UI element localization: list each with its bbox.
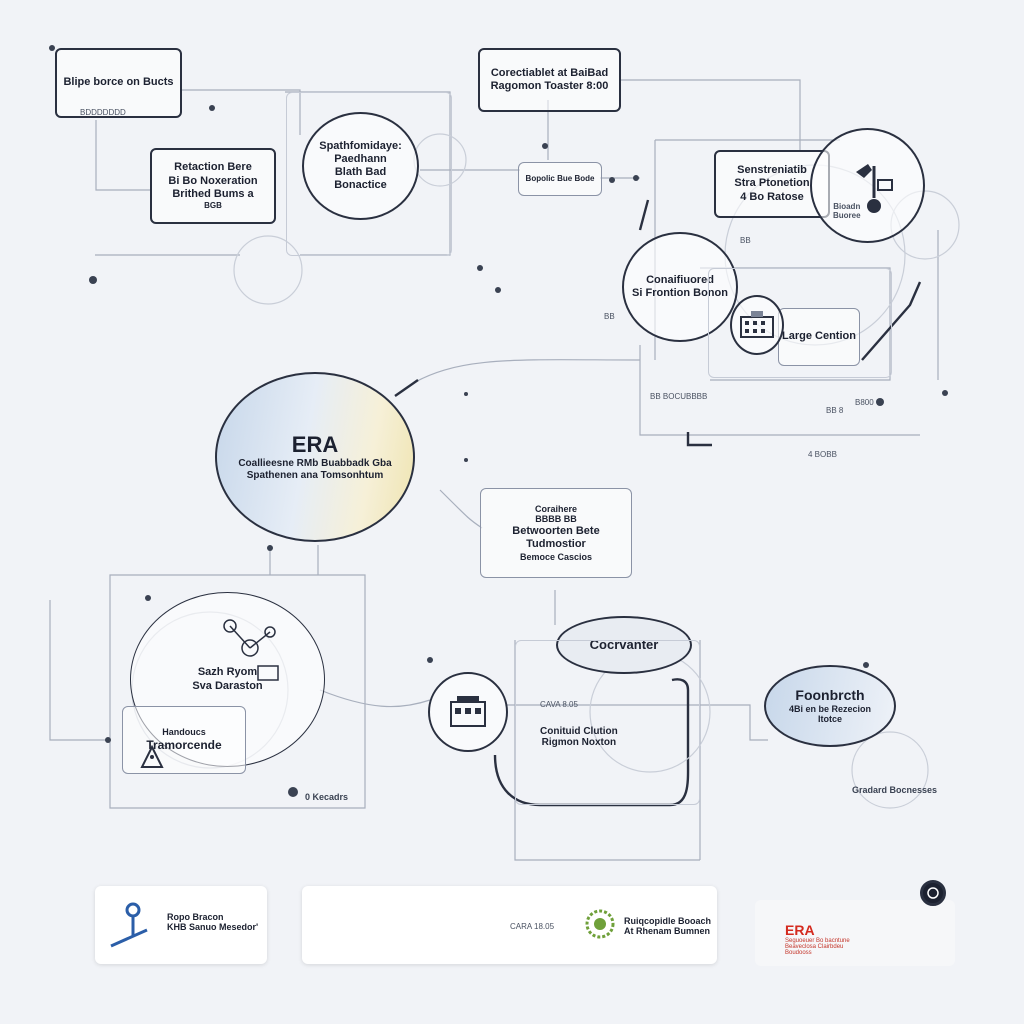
footer-right-brand[interactable]: ERA Seguoeuer Bo bacntune Beaveclosa Cla… xyxy=(755,900,955,966)
footer-right-title: ERA xyxy=(785,922,815,938)
footer-center-text: Ruiqcopidle Booach At Rhenam Bumnen xyxy=(624,916,711,936)
era-oval[interactable]: ERA Coallieesne RMb Buabbadk Gba Spathen… xyxy=(215,372,415,542)
large-center-box[interactable]: Large Cention xyxy=(778,308,860,366)
left-oval-line-4: Bonactice xyxy=(334,179,387,192)
right-circle-caption: Bioadn Buoree xyxy=(833,202,861,220)
footer-center-line-2: At Rhenam Bumnen xyxy=(624,926,711,936)
lower-center-box: Conituid Clution Rigmon Noxton xyxy=(540,726,618,748)
large-center-frame xyxy=(708,268,892,378)
left-box-line-3: Brithed Bums a xyxy=(172,187,254,200)
lower-left-box[interactable]: Handoucs Tramorcende xyxy=(122,706,246,774)
top-center-line-2: Ragomon Toaster 8:00 xyxy=(490,80,609,92)
right-mid-oval[interactable]: Conaifiuored Si Frontion Bonon xyxy=(622,232,738,342)
lower-left-box-line-1: Handoucs xyxy=(162,727,206,738)
person-icon xyxy=(140,745,164,768)
top-left-box-sub: BDDDDDDD xyxy=(80,108,126,117)
left-box-line-1: Retaction Bere xyxy=(174,161,252,174)
right-circle-caption-1: Bioadn xyxy=(833,202,861,211)
right-top-line-1: Senstreniatib xyxy=(737,164,807,177)
center-mid-line-2: Bemoce Cascios xyxy=(519,551,593,562)
left-group-frame xyxy=(286,92,452,256)
stamp-icon[interactable] xyxy=(920,880,946,906)
lower-left-footer-label: 0 Kecadrs xyxy=(305,792,349,802)
right-mid-line-1: Conaifiuored xyxy=(646,273,714,286)
lower-center-line-1: Conituid Clution xyxy=(540,726,618,737)
left-box[interactable]: Retaction Bere Bi Bo Noxeration Brithed … xyxy=(150,148,276,224)
building-icon xyxy=(740,311,774,338)
footer-right-line-2: Beaveclosa Clairbdeu xyxy=(785,944,844,950)
lower-center-code: CAVA 8.05 xyxy=(540,700,578,709)
large-center-box-label: Large Cention xyxy=(782,330,856,343)
footer-right-line-3: Boudooss xyxy=(785,950,812,956)
right-top-circle[interactable] xyxy=(810,128,925,243)
center-mid-line-1: Betwoorten Bete Tudmostior xyxy=(512,525,600,551)
footer-center-card[interactable]: CARA 18.05 Ruiqcopidle Booach At Rhenam … xyxy=(302,886,717,964)
left-oval[interactable]: Spathfomidaye: Paedhann Blath Bad Bonact… xyxy=(302,112,419,220)
stamp-inner-icon xyxy=(927,887,939,899)
center-small-box-label: Bopolic Bue Bode xyxy=(525,174,595,184)
building-icon-2 xyxy=(450,696,486,727)
lower-left-oval-line-2: Sva Daraston xyxy=(192,679,263,692)
gear-icon xyxy=(855,163,893,213)
top-center-box[interactable]: Corectiablet at BaiBad Ragomon Toaster 8… xyxy=(478,48,621,112)
top-center-line-1: Corectiablet at BaiBad xyxy=(490,66,609,79)
left-oval-line-1: Spathfomidaye: xyxy=(319,139,402,152)
right-top-line-2: Stra Ptonetion xyxy=(734,177,810,190)
center-mid-top: Coraihere xyxy=(534,503,578,514)
foonbreth-oval[interactable]: Foonbrcth 4Bi en be Rezecion Itotce xyxy=(764,665,896,747)
left-oval-line-2: Paedhann xyxy=(334,152,387,165)
era-line-1: Coallieesne RMb Buabbadk Gba xyxy=(238,458,392,470)
right-mid-line-2: Si Frontion Bonon xyxy=(632,287,728,299)
top-left-box-label: Blipe borce on Bucts xyxy=(63,76,174,89)
foonbreth-title: Foonbrcth xyxy=(795,686,865,703)
era-title: ERA xyxy=(291,431,339,457)
footer-center-code: CARA 18.05 xyxy=(510,922,555,931)
anchor-icon xyxy=(110,902,148,948)
foonbreth-line-1: 4Bi en be Rezecion xyxy=(788,703,872,714)
lower-center-node[interactable] xyxy=(428,672,508,752)
right-mid-label-e: 4 BOBB xyxy=(808,450,837,459)
top-left-box[interactable]: Blipe borce on Bucts xyxy=(55,48,182,118)
right-mid-label-d: B800 xyxy=(855,398,874,407)
building-circle[interactable] xyxy=(730,295,784,355)
lower-left-box-line-2: Tramorcende xyxy=(146,738,222,753)
footer-center-line-1: Ruiqcopidle Booach xyxy=(624,916,712,926)
right-mid-label-c: BB 8 xyxy=(826,406,844,415)
lower-center-line-2: Rigmon Noxton xyxy=(541,737,617,748)
left-box-line-4: BGB xyxy=(204,200,222,210)
footer-left-card[interactable]: Ropo Bracon KHB Sanuo Mesedor' xyxy=(95,886,267,964)
right-circle-caption-2: Buoree xyxy=(833,211,861,220)
left-oval-line-3: Blath Bad xyxy=(334,166,387,178)
lower-right-caption: Gradard Bocnesses xyxy=(852,785,938,795)
footer-right-text: Seguoeuer Bo bacntune Beaveclosa Clairbd… xyxy=(785,938,850,956)
footer-left-text: Ropo Bracon KHB Sanuo Mesedor' xyxy=(167,912,258,932)
footer-left-line-2: KHB Sanuo Mesedor' xyxy=(167,922,259,932)
logo-seal-icon xyxy=(585,909,615,939)
left-box-line-2: Bi Bo Noxeration xyxy=(168,174,258,187)
era-line-2: Spathenen ana Tomsonhtum xyxy=(246,470,384,482)
right-mid-label-f: BB BOCUBBBB xyxy=(650,392,708,401)
right-mid-label-a: BB xyxy=(604,312,615,321)
lower-left-oval-line-1: Sazh Ryom xyxy=(197,666,258,679)
footer-left-line-1: Ropo Bracon xyxy=(167,912,224,922)
network-node-icon xyxy=(223,619,279,681)
lower-center-frame xyxy=(515,640,700,805)
right-mid-label-b: BB xyxy=(740,236,751,245)
foonbreth-line-2: Itotce xyxy=(817,714,842,725)
center-mid-code: BBBB BB xyxy=(535,514,577,525)
footer-right-line-1: Seguoeuer Bo bacntune xyxy=(785,938,850,944)
center-mid-box[interactable]: Coraihere BBBB BB Betwoorten Bete Tudmos… xyxy=(480,488,632,578)
right-top-line-3: 4 Bo Ratose xyxy=(740,190,804,203)
center-small-box[interactable]: Bopolic Bue Bode xyxy=(518,162,602,196)
